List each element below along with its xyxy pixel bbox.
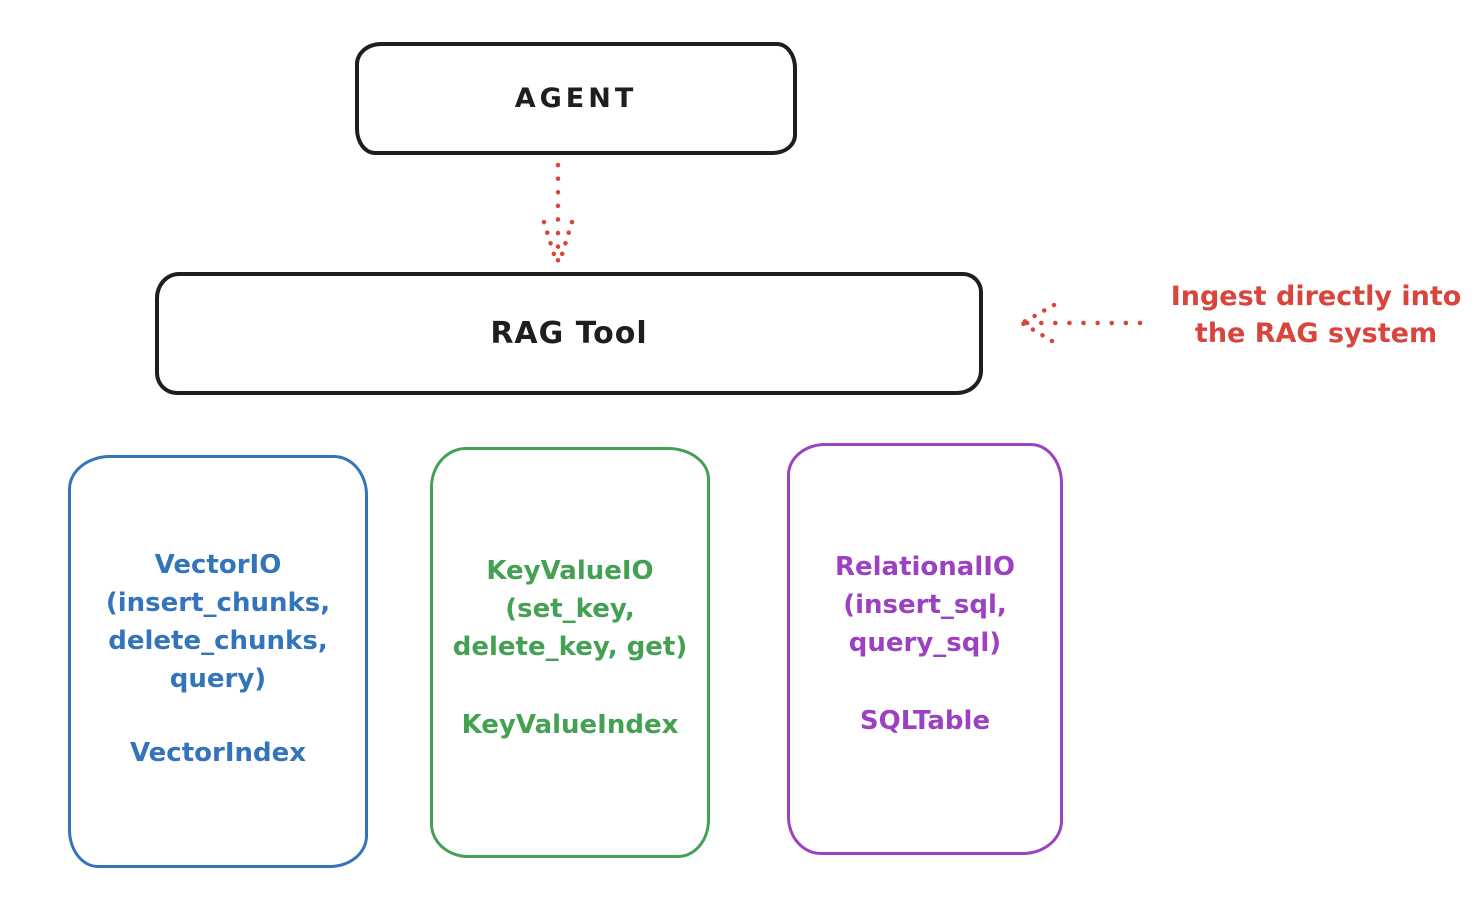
agent-to-rag-arrow-icon — [541, 162, 575, 264]
agent-label: AGENT — [514, 83, 638, 114]
rag-tool-node: RAG Tool — [155, 272, 983, 395]
ingest-annotation: Ingest directly into the RAG system — [1148, 278, 1484, 352]
vector-io-line: delete_chunks, — [108, 626, 328, 656]
key-value-io-signature: KeyValueIO (set_key, delete_key, get) — [453, 552, 688, 666]
sql-table-label: SQLTable — [859, 706, 991, 736]
vector-index-label: VectorIndex — [129, 738, 307, 768]
key-value-io-line: delete_key, get) — [452, 632, 688, 662]
key-value-index-label: KeyValueIndex — [461, 710, 679, 740]
rag-tool-label: RAG Tool — [490, 316, 648, 351]
vector-io-node: VectorIO (insert_chunks, delete_chunks, … — [68, 455, 368, 868]
relational-io-line: query_sql) — [848, 628, 1002, 658]
vector-io-line: (insert_chunks, — [105, 588, 331, 618]
relational-io-node: RelationalIO (insert_sql, query_sql) SQL… — [787, 443, 1063, 855]
key-value-io-node: KeyValueIO (set_key, delete_key, get) Ke… — [430, 447, 710, 858]
vector-io-title: VectorIO — [154, 550, 282, 580]
ingest-annotation-line1: Ingest directly into — [1170, 281, 1462, 312]
relational-io-title: RelationalIO — [834, 552, 1016, 582]
ingest-annotation-line2: the RAG system — [1194, 318, 1438, 349]
vector-io-line: query) — [169, 664, 267, 694]
key-value-io-line: (set_key, — [505, 594, 635, 624]
relational-io-line: (insert_sql, — [843, 590, 1007, 620]
relational-io-signature: RelationalIO (insert_sql, query_sql) — [835, 548, 1015, 662]
ingest-arrow-icon — [1019, 302, 1143, 344]
key-value-io-title: KeyValueIO — [486, 556, 654, 586]
agent-node: AGENT — [355, 42, 797, 155]
vector-io-signature: VectorIO (insert_chunks, delete_chunks, … — [106, 546, 330, 698]
